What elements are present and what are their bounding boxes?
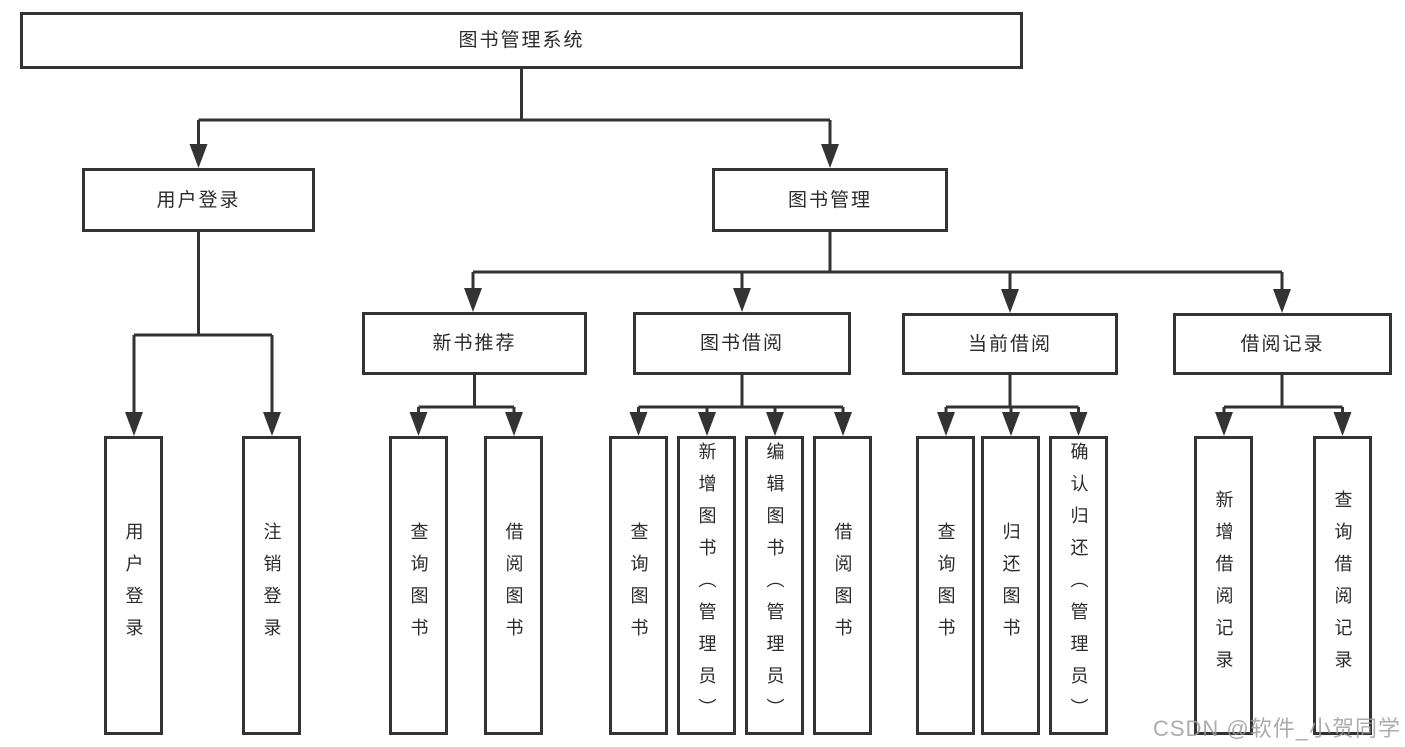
arrowhead xyxy=(629,412,648,436)
connector-book-borrow-to-leaves xyxy=(629,375,852,436)
node-edit-books-admin: 编辑图书（管理员） xyxy=(745,436,804,735)
arrowhead xyxy=(937,412,955,436)
node-query-books-recommend: 查询图书 xyxy=(389,436,448,735)
arrowhead xyxy=(263,412,281,436)
arrowhead xyxy=(125,412,143,436)
arrowhead xyxy=(1333,412,1352,436)
arrowhead xyxy=(1215,412,1233,436)
node-return-books: 归还图书 xyxy=(981,436,1040,735)
node-query-borrow-record: 查询借阅记录 xyxy=(1313,436,1372,735)
node-query-books-current: 查询图书 xyxy=(916,436,975,735)
arrowhead xyxy=(821,144,839,168)
node-book-borrow: 图书借阅 xyxy=(633,312,851,375)
arrowhead xyxy=(409,412,428,436)
node-add-books-admin: 新增图书（管理员） xyxy=(677,436,736,735)
node-book-management: 图书管理 xyxy=(712,168,948,232)
arrowhead xyxy=(464,288,482,312)
arrowhead xyxy=(1001,289,1019,313)
node-borrow-books-recommend: 借阅图书 xyxy=(484,436,543,735)
arrowhead xyxy=(766,412,784,436)
arrowhead xyxy=(834,412,852,436)
node-user-login: 用户登录 xyxy=(82,168,315,232)
arrowhead xyxy=(1273,289,1291,313)
connector-user-login-to-leaves xyxy=(125,232,281,436)
node-query-books-borrow: 查询图书 xyxy=(609,436,668,735)
node-borrow-books: 借阅图书 xyxy=(813,436,872,735)
connector-new-book-recommend-to-leaves xyxy=(409,375,523,436)
node-add-borrow-record: 新增借阅记录 xyxy=(1194,436,1253,735)
node-new-book-recommend: 新书推荐 xyxy=(362,312,587,375)
arrowhead xyxy=(733,288,751,312)
connector-borrow-record-to-leaves xyxy=(1215,375,1352,436)
arrowhead xyxy=(1002,412,1020,436)
arrowhead xyxy=(189,144,208,168)
node-user-login-action: 用户登录 xyxy=(104,436,163,735)
node-root: 图书管理系统 xyxy=(20,12,1023,69)
node-current-borrow: 当前借阅 xyxy=(902,313,1118,375)
connector-current-borrow-to-leaves xyxy=(937,375,1088,436)
connector-book-management-to-level3 xyxy=(464,232,1291,313)
connector-root-to-level2 xyxy=(189,69,839,168)
arrowhead xyxy=(698,412,716,436)
node-confirm-return-admin: 确认归还（管理员） xyxy=(1049,436,1108,735)
node-logout: 注销登录 xyxy=(242,436,301,735)
node-borrow-record: 借阅记录 xyxy=(1173,313,1392,375)
watermark-text: CSDN @软件_小贺同学 xyxy=(1152,716,1401,741)
arrowhead xyxy=(505,412,523,436)
arrowhead xyxy=(1069,412,1088,436)
